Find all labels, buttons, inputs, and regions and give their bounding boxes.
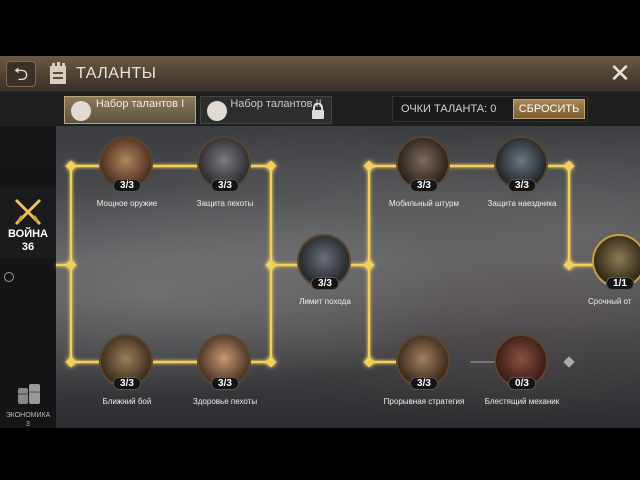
talent-points-label: ОЧКИ ТАЛАНТА: 0 xyxy=(401,103,497,115)
talent-node-melee[interactable]: 3/3 xyxy=(99,334,155,390)
record-indicator-icon xyxy=(4,272,14,282)
tab-talent-set-2[interactable]: Набор талантов II xyxy=(200,96,332,124)
talent-count: 3/3 xyxy=(410,179,438,192)
talent-node-breakthrough-strategy[interactable]: 3/3 xyxy=(396,334,452,390)
talent-node-infantry-health[interactable]: 3/3 xyxy=(197,334,253,390)
talent-count: 0/3 xyxy=(508,377,536,390)
tab-label: Набор талантов II xyxy=(230,98,322,110)
header-bar: ⮌ ТАЛАНТЫ ✕ xyxy=(0,56,640,92)
talent-count: 3/3 xyxy=(211,179,239,192)
talent-name: Блестящий механик xyxy=(484,397,560,406)
head-icon xyxy=(71,101,91,121)
sidebar-economy-label: ЭКОНОМИКА xyxy=(5,412,51,419)
lock-icon xyxy=(312,103,324,119)
talent-node-urgent[interactable]: 1/1 xyxy=(592,234,640,290)
talent-count: 1/1 xyxy=(606,277,634,290)
page-title: ТАЛАНТЫ xyxy=(76,65,157,82)
head-icon xyxy=(207,101,227,121)
talent-node-brilliant-mechanic[interactable]: 0/3 xyxy=(494,334,550,390)
crossed-rifles-icon xyxy=(14,198,42,226)
talent-name: Здоровье пехоты xyxy=(192,397,258,406)
talent-node-infantry-defense[interactable]: 3/3 xyxy=(197,136,253,192)
talent-count: 3/3 xyxy=(508,179,536,192)
back-arrow-icon: ⮌ xyxy=(13,64,29,84)
close-icon: ✕ xyxy=(609,58,631,88)
talent-node-rider-defense[interactable]: 3/3 xyxy=(494,136,550,192)
talent-name: Срочный от xyxy=(588,297,632,306)
talent-name: Ближний бой xyxy=(102,397,152,406)
talents-book-icon xyxy=(50,62,66,84)
talent-count: 3/3 xyxy=(211,377,239,390)
talent-name: Защита наездника xyxy=(487,199,557,208)
talent-count: 3/3 xyxy=(113,179,141,192)
talent-count: 3/3 xyxy=(311,277,339,290)
talent-node-march-limit[interactable]: 3/3 xyxy=(297,234,353,290)
sidebar-war-label: ВОЙНА xyxy=(7,228,49,240)
game-screen: ⮌ ТАЛАНТЫ ✕ Набор талантов I Набор талан… xyxy=(0,56,640,428)
letterbox-bottom xyxy=(0,428,640,480)
reset-button[interactable]: СБРОСИТЬ xyxy=(513,99,585,119)
tab-talent-set-1[interactable]: Набор талантов I xyxy=(64,96,196,124)
talent-count: 3/3 xyxy=(410,377,438,390)
economy-barrels-icon[interactable] xyxy=(14,378,44,408)
back-button[interactable]: ⮌ xyxy=(6,61,36,87)
talent-name: Лимит похода xyxy=(299,297,351,306)
tab-label: Набор талантов I xyxy=(95,98,185,110)
talent-count: 3/3 xyxy=(113,377,141,390)
sidebar-economy-level: 3 xyxy=(26,421,30,428)
category-sidebar: ВОЙНА 36 ЭКОНОМИКА 3 xyxy=(0,126,56,428)
talent-name: Мобильный штурм xyxy=(389,199,459,208)
tabs-bar: Набор талантов I Набор талантов II ОЧКИ … xyxy=(0,92,640,126)
talent-node-powerful-weapon[interactable]: 3/3 xyxy=(99,136,155,192)
talent-name: Прорывная стратегия xyxy=(383,397,465,406)
sidebar-item-war[interactable] xyxy=(0,188,56,258)
sidebar-war-level: 36 xyxy=(21,241,35,253)
talent-name: Мощное оружие xyxy=(96,199,158,208)
talent-points-panel: ОЧКИ ТАЛАНТА: 0 СБРОСИТЬ xyxy=(392,96,588,122)
talent-node-mobile-assault[interactable]: 3/3 xyxy=(396,136,452,192)
close-button[interactable]: ✕ xyxy=(606,60,634,88)
talent-name: Защита пехоты xyxy=(196,199,254,208)
